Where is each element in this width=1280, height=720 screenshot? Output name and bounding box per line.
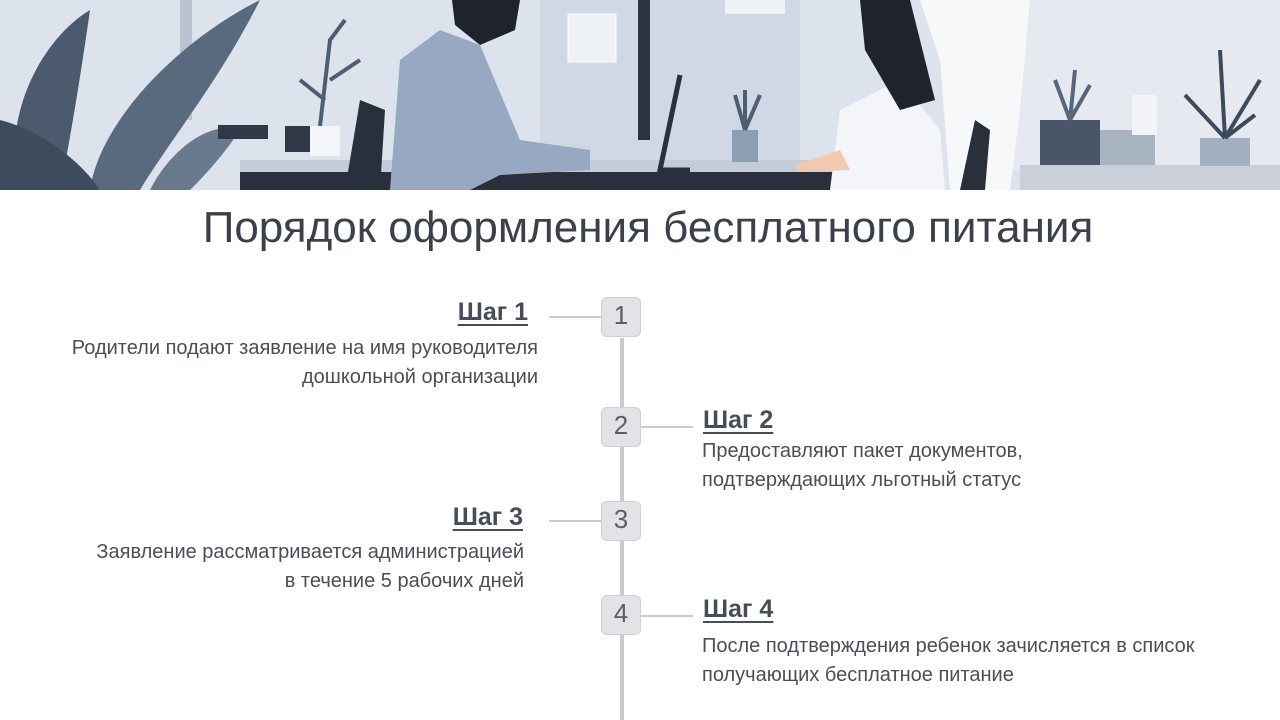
step-2-line-2: подтверждающих льготный статус bbox=[702, 469, 1022, 491]
step-3-number-box: 3 bbox=[601, 501, 641, 541]
step-1-line-2: дошкольной организации bbox=[301, 366, 538, 388]
step-4-connector bbox=[641, 615, 693, 617]
step-4-description: После подтверждения ребенок зачисляется … bbox=[702, 632, 1194, 690]
step-2-description: Предоставляют пакет документов, подтверж… bbox=[702, 437, 1023, 495]
step-3-connector bbox=[549, 520, 601, 522]
step-4-number-box: 4 bbox=[601, 595, 641, 635]
step-2-heading: Шаг 2 bbox=[703, 406, 774, 434]
step-2-connector bbox=[641, 426, 693, 428]
step-1-description: Родители подают заявление на имя руковод… bbox=[72, 334, 538, 392]
step-3-description: Заявление рассматривается администрацией… bbox=[96, 538, 524, 596]
step-4-heading: Шаг 4 bbox=[703, 595, 774, 623]
step-2-number-box: 2 bbox=[601, 407, 641, 447]
step-1-line-1: Родители подают заявление на имя руковод… bbox=[71, 337, 538, 359]
step-3-line-1: Заявление рассматривается администрацией bbox=[96, 541, 524, 563]
step-2-line-1: Предоставляют пакет документов, bbox=[702, 440, 1023, 462]
step-3-line-2: в течение 5 рабочих дней bbox=[284, 570, 524, 592]
office-illustration-banner bbox=[0, 0, 1280, 190]
step-1-heading: Шаг 1 bbox=[457, 298, 528, 326]
step-4-line-2: получающих бесплатное питание bbox=[702, 664, 1014, 686]
step-1-number-box: 1 bbox=[601, 297, 641, 337]
slide-title: Порядок оформления бесплатного питания bbox=[202, 203, 1094, 252]
step-4-line-1: После подтверждения ребенок зачисляется … bbox=[702, 635, 1195, 657]
step-3-heading: Шаг 3 bbox=[452, 503, 523, 531]
step-1-connector bbox=[549, 316, 601, 318]
office-scene-image bbox=[0, 0, 1280, 190]
